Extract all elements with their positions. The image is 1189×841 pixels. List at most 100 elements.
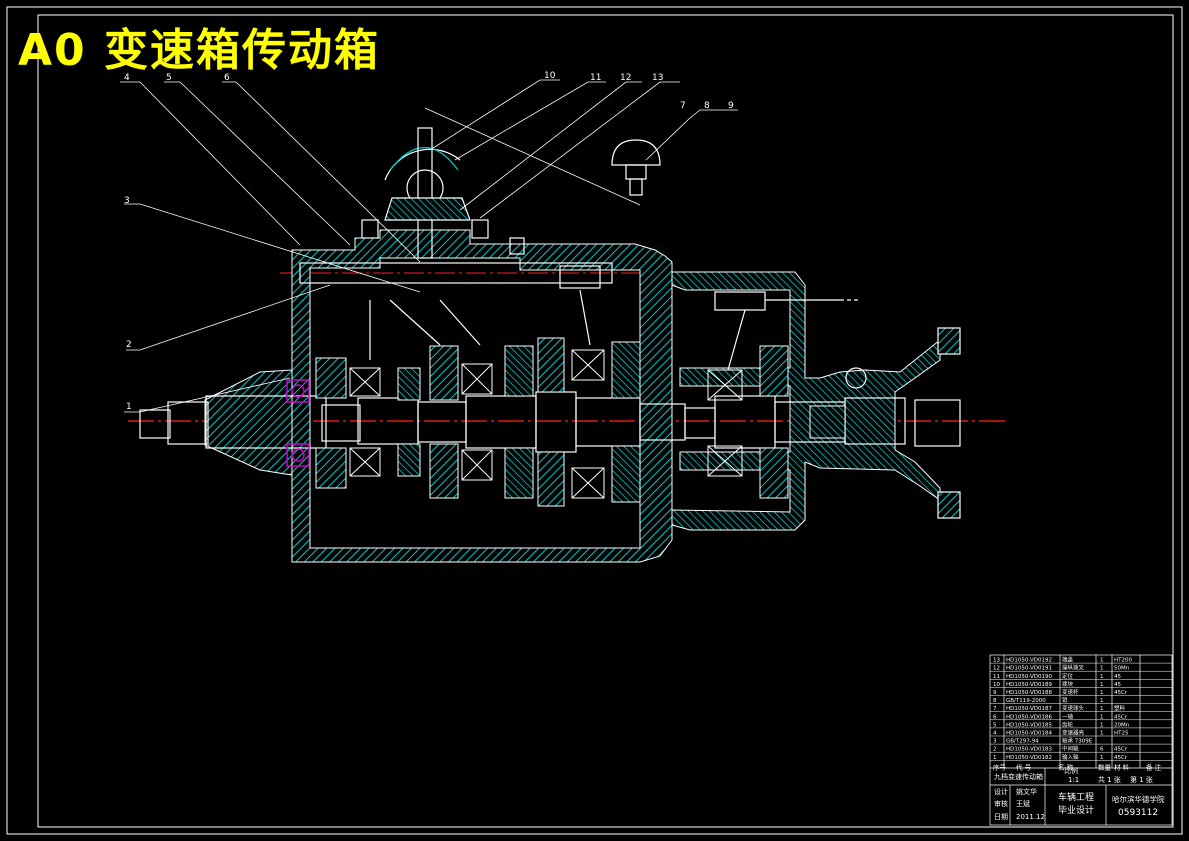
gear-set — [315, 337, 846, 507]
parts-cell-material: 50Mn — [1114, 666, 1130, 672]
inner-border — [37, 14, 1174, 828]
school-name: 哈尔滨华德学院 — [1112, 794, 1165, 804]
parts-cell-name: 销 — [1062, 696, 1068, 704]
parts-cell-no: 8 — [993, 698, 997, 704]
parts-cell-code: HD1050-VD0192 — [1006, 658, 1052, 664]
parts-cell-qty: 1 — [1100, 714, 1104, 720]
parts-cell-no: 5 — [993, 722, 997, 728]
parts-cell-code: HD1050-VD0189 — [1006, 682, 1053, 688]
date: 2011.12 — [1016, 813, 1045, 821]
parts-cell-name: 一轴 — [1062, 712, 1074, 720]
parts-cell-no: 1 — [993, 755, 997, 761]
project-line-1: 车辆工程 — [1058, 791, 1094, 803]
parts-cell-code: GB/T119-2000 — [1006, 698, 1046, 704]
drawing-frame — [6, 6, 1183, 835]
parts-cell-code: HD1050-VD0190 — [1006, 674, 1053, 680]
balloon-10: 10 — [544, 71, 556, 81]
parts-cell-material: 45Cr — [1114, 747, 1128, 753]
parts-cell-name: 端盖 — [1062, 656, 1074, 664]
balloon-labels: 1 2 3 4 5 6 7 8 9 10 11 12 13 — [124, 71, 734, 412]
balloon-4: 4 — [124, 73, 130, 83]
shifter-tower — [361, 127, 525, 259]
balloon-2: 2 — [126, 340, 132, 350]
parts-cell-qty: 1 — [1100, 658, 1104, 664]
parts-cell-no: 13 — [993, 658, 1000, 664]
parts-cell-name: 中间轴 — [1062, 745, 1079, 753]
parts-cell-name: 轴承 7309E — [1062, 737, 1093, 745]
parts-cell-name: 拨块 — [1062, 680, 1074, 688]
title-block: 九档变速传动箱 比例 1:1 共 1 张 第 1 张 设计 姚文华 审核 王斌 … — [994, 766, 1165, 821]
sheet-label: 共 1 张 — [1098, 775, 1121, 784]
parts-cell-code: HD1050-VD0182 — [1006, 755, 1052, 761]
balloon-13: 13 — [652, 73, 663, 83]
parts-cell-name: 定位 — [1062, 672, 1074, 680]
scale-value: 1:1 — [1068, 776, 1079, 784]
parts-cell-no: 7 — [993, 706, 997, 712]
parts-cell-name: 变速器壳 — [1062, 729, 1085, 737]
drawing-title: A0 变速箱传动箱 — [18, 25, 380, 76]
parts-cell-no: 6 — [993, 714, 997, 720]
parts-header-code: 代 号 — [1016, 762, 1032, 771]
parts-cell-material: 45Cr — [1114, 714, 1128, 720]
front-bearings — [286, 379, 310, 467]
parts-cell-code: HD1050-VD0188 — [1006, 690, 1053, 696]
parts-cell-code: HD1050-VD0184 — [1006, 731, 1053, 737]
output-flange — [845, 327, 961, 519]
parts-cell-material: 塑料 — [1114, 704, 1126, 712]
parts-cell-material: 45Cr — [1114, 690, 1128, 696]
parts-cell-no: 3 — [993, 739, 997, 745]
designer: 姚文华 — [1016, 787, 1037, 796]
parts-cell-code: HD1050-VD0186 — [1006, 714, 1053, 720]
parts-cell-code: HD1050-VD0185 — [1006, 722, 1053, 728]
parts-cell-name: 输入轴 — [1062, 753, 1079, 761]
parts-cell-no: 2 — [993, 747, 997, 753]
parts-cell-code: HD1050-VD0191 — [1006, 666, 1052, 672]
parts-cell-material: 45 — [1114, 682, 1121, 688]
parts-cell-material: HT25 — [1114, 731, 1129, 737]
leader-lines — [120, 79, 738, 413]
parts-cell-qty: 1 — [1100, 682, 1104, 688]
balloon-7: 7 — [680, 101, 686, 111]
shift-rod — [299, 262, 858, 371]
parts-cell-name: 齿轮 — [1062, 720, 1074, 728]
parts-cell-name: 变速杆 — [1062, 688, 1079, 696]
parts-cell-code: HD1050-VD0183 — [1006, 747, 1053, 753]
parts-header-qty: 数量 — [1098, 762, 1112, 771]
balloon-1: 1 — [126, 402, 132, 412]
balloon-12: 12 — [620, 73, 631, 83]
input-shaft — [139, 395, 419, 449]
synchronizers — [349, 349, 743, 499]
parts-header-remark: 备 注 — [1146, 762, 1162, 771]
parts-header-no: 序号 — [993, 762, 1007, 771]
parts-cell-no: 10 — [993, 682, 1000, 688]
project-line-2: 毕业设计 — [1058, 804, 1094, 816]
sheet-no: 第 1 张 — [1130, 775, 1153, 784]
parts-cell-material: 45 — [1114, 674, 1121, 680]
parts-cell-qty: 6 — [1100, 747, 1104, 753]
checker: 王斌 — [1016, 799, 1030, 808]
parts-cell-code: GB/T297-94 — [1006, 739, 1039, 745]
shift-knob — [611, 139, 661, 196]
balloon-5: 5 — [166, 73, 172, 83]
drawing-code: 0593112 — [1118, 808, 1158, 818]
scale-label: 比例 — [1064, 766, 1078, 775]
parts-cell-qty: 1 — [1100, 722, 1104, 728]
parts-cell-name: 操纵拨叉 — [1062, 664, 1085, 672]
parts-cell-code: HD1050-VD0187 — [1006, 706, 1053, 712]
balloon-8: 8 — [704, 101, 710, 111]
balloon-9: 9 — [728, 101, 734, 111]
parts-cell-no: 4 — [993, 731, 997, 737]
parts-cell-qty: 1 — [1100, 666, 1104, 672]
parts-cell-material: HT200 — [1114, 658, 1132, 664]
parts-cell-qty: 1 — [1100, 755, 1104, 761]
drawing-name: 九档变速传动箱 — [994, 772, 1043, 781]
parts-header-name: 名 称 — [1058, 762, 1074, 771]
parts-cell-qty: 1 — [1100, 698, 1104, 704]
parts-cell-material: 45Cr — [1114, 755, 1128, 761]
parts-cell-no: 12 — [993, 666, 1000, 672]
parts-cell-qty: 1 — [1100, 690, 1104, 696]
balloon-11: 11 — [590, 73, 601, 83]
parts-cell-no: 9 — [993, 690, 997, 696]
date-label: 日期 — [994, 813, 1008, 821]
